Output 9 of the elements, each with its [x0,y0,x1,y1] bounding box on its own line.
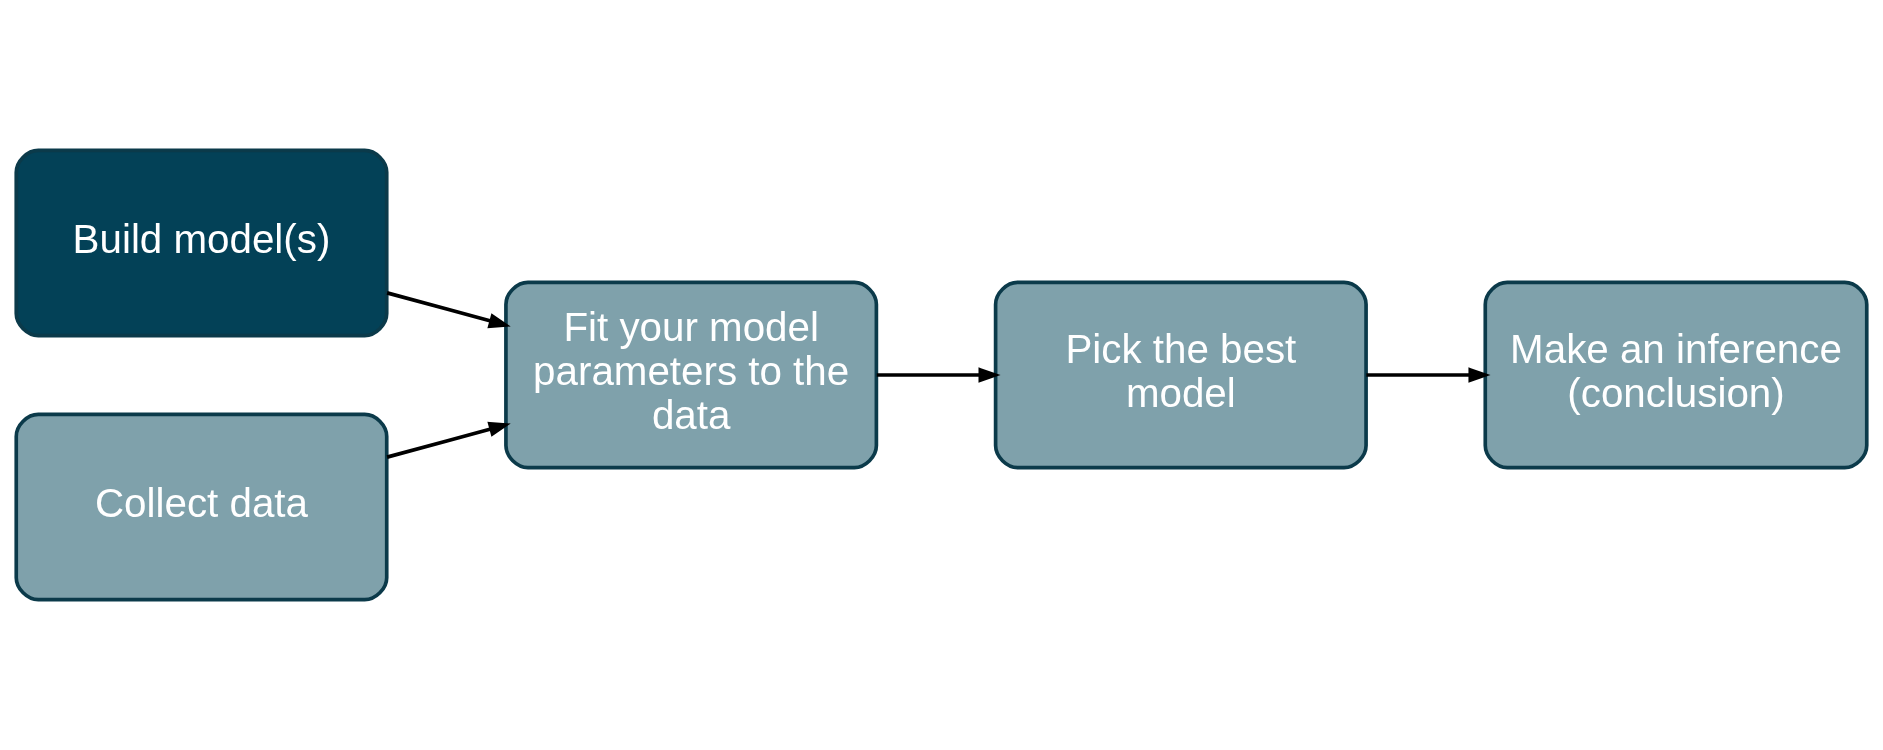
arrow [386,421,511,459]
arrow [386,291,511,329]
arrow [876,367,1001,383]
node-box: Make an inference (conclusion) [1483,280,1869,470]
node-box: Pick the best model [993,280,1368,470]
node-box: Fit your model parameters to the data [504,280,879,470]
node-box: Build model(s) [14,148,389,338]
arrow [1366,367,1491,383]
node-box: Collect data [14,412,389,602]
